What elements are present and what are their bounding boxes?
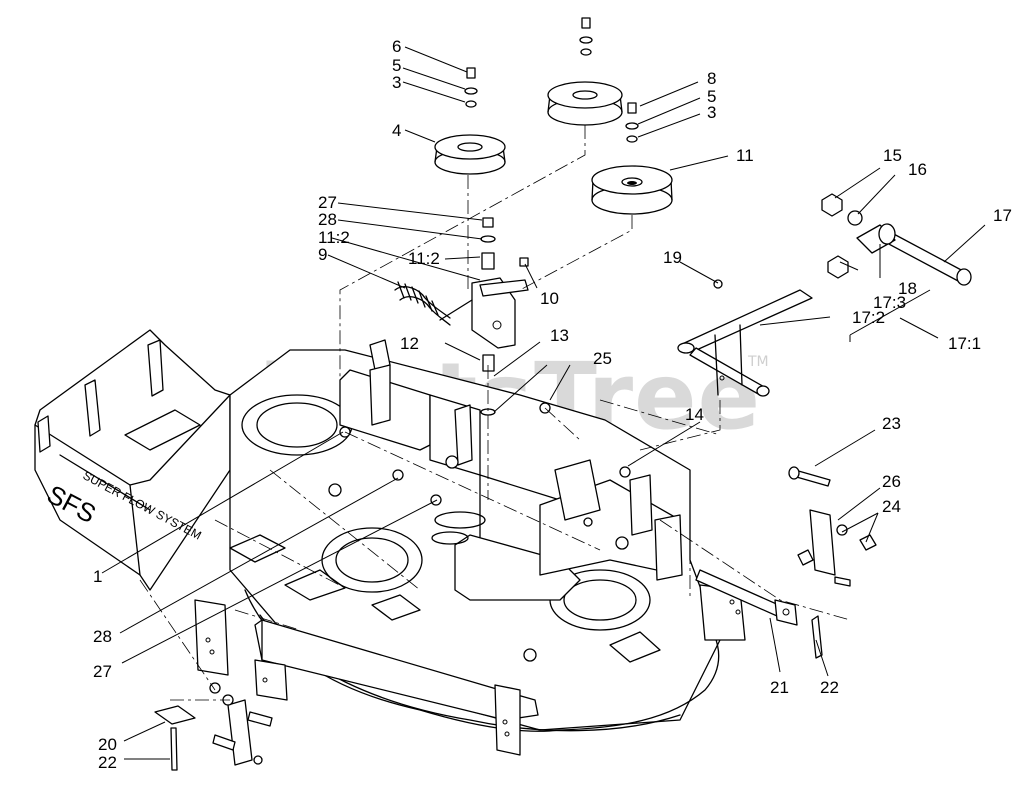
mower-deck: SUPER FLOW SYSTEM SFS <box>34 329 746 756</box>
callout-11-2: 11:2 <box>408 249 440 268</box>
callout-5: 5 <box>707 87 716 106</box>
callout-17-2: 17:3 <box>873 293 906 312</box>
callout-labels: 6 5 3 4 8 5 3 11 27 28 11:2 9 11:2 12 10… <box>93 37 1012 772</box>
callout-24: 20 <box>98 735 117 754</box>
callout-10: 11 <box>736 146 754 165</box>
idler-arm <box>439 217 529 416</box>
callout-20: 22 <box>820 678 839 697</box>
callout-14: 15 <box>883 146 902 165</box>
callout-6: 6 <box>392 37 401 56</box>
callout-18: 19 <box>663 248 682 267</box>
callout-8: 9 <box>318 245 327 264</box>
callout-5: 5 <box>392 56 401 75</box>
pulley-10 <box>591 165 673 215</box>
callout-27: 27 <box>318 193 337 212</box>
callout-16: 17 <box>993 206 1012 225</box>
callout-25: 22 <box>98 753 117 772</box>
callout-9: 10 <box>540 289 559 308</box>
leader-lines <box>101 46 986 760</box>
callout-17-3: 18 <box>898 279 917 298</box>
callout-4: 4 <box>392 121 401 140</box>
pulley-4 <box>434 134 506 175</box>
callout-19: 21 <box>770 678 789 697</box>
callout-21: 23 <box>882 414 901 433</box>
callout-11-2: 12 <box>400 334 419 353</box>
callout-23: 26 <box>882 472 901 491</box>
callout-22: 24 <box>882 497 901 516</box>
roller-axle <box>695 466 877 659</box>
callout-17: 17:1 <box>948 334 981 353</box>
callout-6: 8 <box>707 69 716 88</box>
callout-28: 28 <box>318 210 337 229</box>
callout-3: 3 <box>707 103 716 122</box>
callout-13: 14 <box>685 405 704 424</box>
front-hardware <box>154 682 273 771</box>
callout-12: 13 <box>550 326 569 345</box>
alignment-lines <box>139 125 851 701</box>
callout-17-1: 17:2 <box>852 308 885 327</box>
callout-11: 11:2 <box>318 228 350 247</box>
callout-22: 25 <box>593 349 612 368</box>
callout-27: 28 <box>93 627 112 646</box>
callout-3: 3 <box>392 73 401 92</box>
watermark-tm: TM <box>747 354 769 370</box>
callout-1: 1 <box>93 567 102 586</box>
pulley-hardware <box>464 17 639 143</box>
spring-8 <box>394 281 451 326</box>
callout-26: 27 <box>93 662 112 681</box>
callout-15: 16 <box>908 160 927 179</box>
pulley-upper <box>547 81 623 126</box>
lift-assembly <box>677 193 972 397</box>
